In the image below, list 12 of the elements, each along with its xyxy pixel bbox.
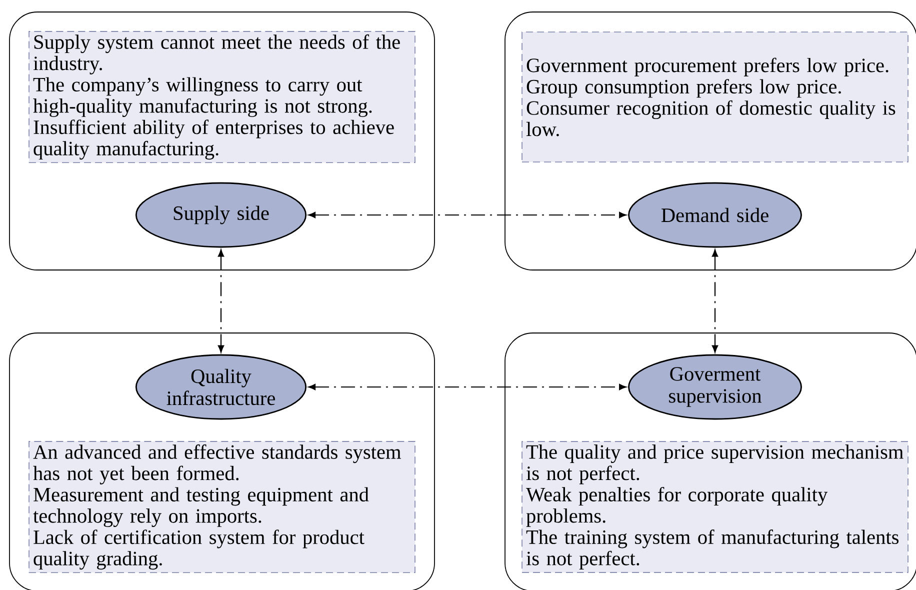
note-box: The quality and price supervision mechanism is not perfect. Weak penalties for corporate quality problems. The training system of manufacturing talents is not perfect. — [522, 441, 908, 573]
note-box: An advanced and effective standards system has not yet been formed. Measurement and testing equipment and technology rely on imports. Lack of certification system for product quality grading. — [28, 441, 416, 573]
arrow — [712, 249, 718, 353]
arrow — [308, 212, 626, 218]
rounded-panel — [9, 332, 435, 590]
rounded-panel — [504, 332, 916, 590]
note-box: Supply system cannot meet the needs of the industry. The company’s willingness to carry out high-quality manufacturing is not strong. Insufficient ability of enterprises to achieve quality manufacturing. — [28, 31, 416, 163]
rounded-panel — [504, 12, 916, 270]
note-box: Government procurement prefers low price. Group consumption prefers low price. Consumer recognition of domestic quality is low. — [522, 32, 908, 162]
arrow — [308, 384, 626, 390]
rounded-panel — [9, 12, 435, 270]
arrow — [218, 249, 224, 353]
